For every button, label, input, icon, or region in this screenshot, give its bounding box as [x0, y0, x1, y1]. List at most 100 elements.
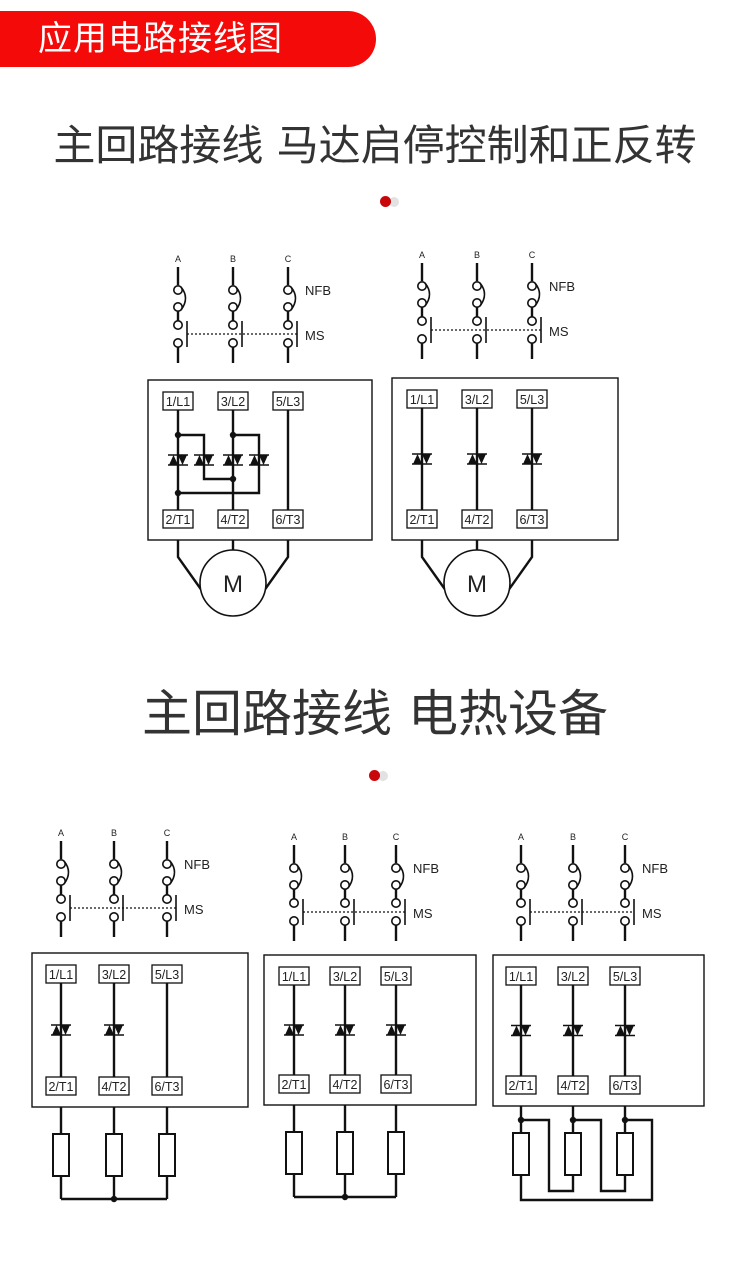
scr-triangle-down	[61, 1025, 70, 1035]
delta-wire	[573, 1118, 627, 1193]
switch-label: MS	[305, 328, 325, 343]
input-terminal: 5/L3	[613, 970, 637, 984]
phase-label-c: C	[285, 254, 292, 264]
scr-triangle-down	[204, 455, 213, 465]
output-terminal: 4/T2	[101, 1080, 126, 1094]
output-terminal-box	[609, 1075, 641, 1095]
controller-frame	[391, 377, 619, 541]
scr-triangle-up	[285, 1025, 294, 1035]
scr-triangle-up	[468, 454, 477, 464]
input-terminal-box	[609, 966, 641, 986]
switch-contact	[416, 315, 427, 326]
input-terminal: 3/L2	[102, 968, 126, 982]
scr-triangle-up	[105, 1025, 114, 1035]
heater-resistor	[616, 1132, 634, 1176]
scr-triangle-down	[477, 454, 486, 464]
input-terminal: 3/L2	[333, 970, 357, 984]
scr-triangle-down	[521, 1025, 530, 1036]
input-terminal-box	[557, 966, 589, 986]
controller-frame	[263, 954, 477, 1106]
motor-lead	[504, 540, 534, 596]
input-terminal: 5/L3	[155, 968, 179, 982]
scr-triangle-down	[532, 454, 541, 464]
scr-symbol	[51, 1024, 71, 1036]
input-terminal: 3/L2	[561, 970, 585, 984]
switch-contact	[339, 915, 350, 926]
scr-symbol	[194, 454, 214, 466]
output-terminal: 6/T3	[154, 1080, 179, 1094]
pagination-dot-active[interactable]	[369, 770, 380, 781]
input-terminal-box	[45, 964, 77, 984]
phase-label-b: B	[474, 250, 480, 260]
breaker-arc	[347, 864, 354, 889]
scr-triangle-down	[259, 455, 268, 465]
breaker-label: NFB	[184, 857, 210, 872]
motor-lead	[260, 540, 290, 596]
input-terminal-box	[272, 391, 304, 411]
breaker-arc	[235, 286, 242, 311]
pagination-dots-motor[interactable]	[380, 196, 404, 208]
breaker-arc	[575, 864, 582, 889]
phase-label-a: A	[518, 832, 524, 842]
breaker-label: NFB	[413, 861, 439, 876]
output-terminal-box	[557, 1075, 589, 1095]
heater-resistor	[105, 1133, 123, 1177]
scr-triangle-down	[422, 454, 431, 464]
output-terminal-box	[406, 509, 438, 529]
breaker-arc	[63, 860, 70, 885]
phase-label-a: A	[419, 250, 425, 260]
scr-triangle-up	[52, 1025, 61, 1035]
junction-dot	[110, 1195, 118, 1203]
header-banner: 应用电路接线图	[0, 11, 376, 67]
input-terminal-box	[380, 966, 412, 986]
motor-circle	[443, 549, 511, 617]
input-terminal-box	[162, 391, 194, 411]
switch-contact	[55, 893, 66, 904]
motor-lead	[420, 540, 450, 596]
scr-symbol	[563, 1024, 583, 1037]
input-terminal: 3/L2	[221, 395, 245, 409]
breaker-arc	[627, 864, 634, 889]
controller-frame	[147, 379, 373, 541]
scr-triangle-up	[224, 455, 233, 465]
phase-label-b: B	[111, 828, 117, 838]
output-terminal-box	[516, 509, 548, 529]
output-terminal: 4/T2	[464, 513, 489, 527]
switch-contact	[109, 893, 120, 904]
pagination-dots-heater[interactable]	[369, 770, 393, 782]
output-terminal-box	[151, 1076, 183, 1096]
phase-label-c: C	[529, 250, 536, 260]
switch-contact	[173, 319, 184, 330]
junction-dot	[341, 1193, 349, 1201]
output-terminal: 6/T3	[275, 513, 300, 527]
scr-triangle-up	[387, 1025, 396, 1035]
output-terminal: 2/T1	[409, 513, 434, 527]
phase-label-a: A	[58, 828, 64, 838]
output-terminal-box	[329, 1074, 361, 1094]
motor-label: M	[223, 571, 243, 598]
breaker-arc	[398, 864, 405, 889]
phase-label-b: B	[570, 832, 576, 842]
switch-contact	[471, 333, 482, 344]
output-terminal-box	[272, 509, 304, 529]
breaker-arc	[116, 860, 123, 885]
section-title-heater: 主回路接线 电热设备	[142, 685, 608, 743]
pagination-dot-active[interactable]	[380, 196, 391, 207]
heater-resistor	[512, 1132, 530, 1176]
output-terminal-box	[217, 509, 249, 529]
input-terminal: 3/L2	[465, 393, 489, 407]
reversing-wire	[178, 433, 261, 495]
scr-triangle-up	[413, 454, 422, 464]
switch-contact	[567, 897, 578, 908]
switch-contact	[162, 893, 173, 904]
pagination-dot-inactive[interactable]	[378, 771, 388, 781]
switch-label: MS	[184, 902, 204, 917]
heater-resistor	[564, 1132, 582, 1176]
output-terminal: 6/T3	[612, 1079, 637, 1093]
input-terminal: 5/L3	[520, 393, 544, 407]
heater-resistor	[285, 1131, 303, 1175]
pagination-dot-inactive[interactable]	[389, 197, 399, 207]
input-terminal-box	[98, 964, 130, 984]
